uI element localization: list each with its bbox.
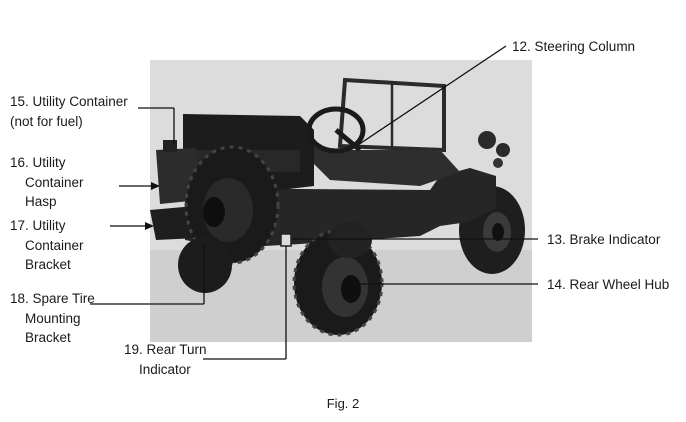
- label-steering-column: 12. Steering Column: [512, 39, 636, 54]
- spare-tire: [184, 145, 280, 265]
- label-utility-container: 15. Utility Container (not for fuel): [10, 94, 128, 129]
- leader-steering-column: [357, 45, 507, 146]
- windshield-frame: [337, 77, 446, 153]
- label-utility-container-bracket: 17. Utility Container Bracket: [10, 218, 84, 272]
- leader-lines: [90, 45, 538, 360]
- rear-left-wheel: [178, 237, 232, 293]
- side-mirror: [478, 131, 496, 149]
- label-rear-turn-indicator: 19. Rear Turn Indicator: [124, 342, 207, 377]
- steering-wheel: [306, 106, 366, 154]
- leader-arrowheads: [145, 182, 160, 230]
- label-spare-tire-bracket: 18. Spare Tire Mounting Bracket: [10, 291, 95, 345]
- headlight: [496, 143, 510, 157]
- label-brake-indicator: 13. Brake Indicator: [547, 232, 661, 247]
- label-utility-container-hasp: 16. Utility Container Hasp: [10, 155, 84, 209]
- figure-caption: Fig. 2: [326, 396, 360, 411]
- rear-right-wheel: [292, 229, 384, 337]
- rear-light: [280, 233, 292, 247]
- label-rear-wheel-hub: 14. Rear Wheel Hub: [547, 277, 670, 292]
- arrowhead-hasp: [151, 182, 160, 190]
- arrowhead-bracket: [145, 222, 154, 230]
